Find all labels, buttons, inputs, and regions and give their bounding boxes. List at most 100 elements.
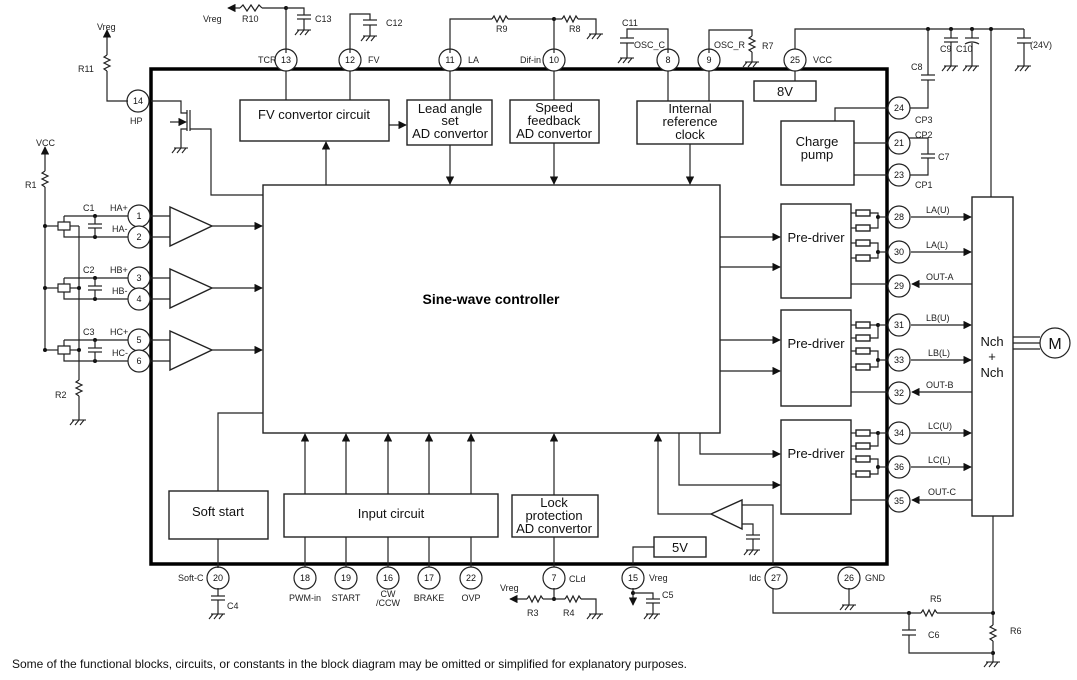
lead-angle-label-2: set: [441, 113, 459, 128]
ground-icon: [983, 661, 1000, 668]
pin-11-name: LA: [468, 55, 479, 65]
hall-amplifier: [169, 329, 214, 372]
ground-icon: [743, 549, 760, 556]
pin-1-name: HA+: [110, 203, 128, 213]
pin-9-number: 9: [706, 55, 711, 65]
hall-input-3: C3: [43, 327, 263, 372]
pre-driver-c: Pre-driver: [780, 419, 852, 515]
ground-icon: [839, 604, 856, 611]
24v-label: (24V): [1030, 40, 1052, 50]
c12-label: C12: [386, 18, 403, 28]
pin-23-name: CP1: [915, 180, 933, 190]
pin-25-number: 25: [790, 55, 800, 65]
fv-convertor-block: [239, 99, 390, 142]
pin-28: 28: [887, 205, 911, 229]
pin-19-number: 19: [341, 573, 351, 583]
lock-protection-label-3: AD convertor: [516, 521, 593, 536]
pre-driver-c-label: Pre-driver: [787, 446, 845, 461]
r5-label: R5: [930, 594, 942, 604]
pin-28-name: LA(U): [926, 205, 950, 215]
vreg-label-r11: Vreg: [97, 22, 116, 32]
pin-31-name: LB(U): [926, 313, 950, 323]
motor-symbol: [1039, 327, 1071, 359]
ground-icon: [171, 147, 188, 154]
gate-resistor: [855, 334, 871, 342]
lead-angle-label-3: AD convertor: [412, 126, 489, 141]
8v-label: 8V: [777, 84, 793, 99]
pin-25-name: VCC: [813, 55, 833, 65]
pin-20-name: Soft-C: [178, 573, 204, 583]
pin-2: 2HA-: [112, 224, 151, 249]
nch-label-1: Nch: [980, 334, 1003, 349]
pin-28-number: 28: [894, 212, 904, 222]
pin-22-number: 22: [466, 573, 476, 583]
gate-resistor: [855, 429, 871, 437]
pin-18-number: 18: [300, 573, 310, 583]
internal-clock-label-2: reference: [663, 114, 718, 129]
pin-31-number: 31: [894, 320, 904, 330]
pin-9-name: OSC_R: [714, 40, 746, 50]
pin-30: 30: [887, 240, 911, 264]
pin-8-name: OSC_C: [634, 40, 666, 50]
c1-label: C1: [83, 203, 95, 213]
lock-protection-block: [511, 494, 599, 538]
r2-label: R2: [55, 390, 67, 400]
pin-16-name2: /CCW: [376, 598, 400, 608]
gate-resistor: [855, 239, 871, 247]
5v-label: 5V: [672, 540, 688, 555]
pin-5-name: HC+: [110, 327, 128, 337]
pin-34-name: LC(U): [928, 421, 952, 431]
hall-input-2: C2: [43, 265, 263, 310]
pin-25: 25 VCC: [783, 48, 833, 72]
gate-resistor: [855, 254, 871, 262]
ground-icon: [294, 29, 311, 36]
gate-resistor: [855, 347, 871, 355]
speed-feedback-label-2: feedback: [528, 113, 581, 128]
pin-10-name: Dif-in: [520, 55, 541, 65]
wire: [678, 433, 781, 490]
r1-label: R1: [25, 180, 37, 190]
lead-angle-block: [406, 99, 493, 146]
wire: [834, 107, 887, 121]
ground-icon: [617, 57, 634, 64]
current-sense-amplifier: [709, 498, 743, 531]
pin-22-name: OVP: [461, 593, 480, 603]
c10-label: C10: [956, 44, 973, 54]
pin-13-name: TCR: [258, 55, 277, 65]
pin-15-name: Vreg: [649, 573, 668, 583]
pin-32-name: OUT-B: [926, 380, 954, 390]
pin-21-name: CP2: [915, 130, 933, 140]
pin-6-number: 6: [136, 356, 141, 366]
c4-label: C4: [227, 601, 239, 611]
hall-amplifier: [169, 267, 214, 310]
lead-angle-label-1: Lead angle: [418, 101, 482, 116]
pin-33-number: 33: [894, 355, 904, 365]
footnote: Some of the functional blocks, circuits,…: [12, 657, 687, 671]
pin-18-name: PWM-in: [289, 593, 321, 603]
internal-clock-label-1: Internal: [668, 101, 711, 116]
pin-13-number: 13: [281, 55, 291, 65]
pin-29-number: 29: [894, 281, 904, 291]
nch-label-2: +: [988, 349, 996, 364]
pin-27-number: 27: [771, 573, 781, 583]
pin-14-number: 14: [133, 96, 143, 106]
lock-protection-label-2: protection: [525, 508, 582, 523]
pin-11-number: 11: [445, 55, 454, 65]
pin-24-number: 24: [894, 103, 904, 113]
ground-icon: [742, 61, 759, 68]
pre-driver-a-label: Pre-driver: [787, 230, 845, 245]
gate-resistor: [855, 321, 871, 329]
ground-icon: [208, 613, 225, 620]
pin-1-number: 1: [136, 211, 141, 221]
c3-label: C3: [83, 327, 95, 337]
ground-icon: [586, 33, 603, 40]
r11-label: R11: [78, 64, 94, 74]
